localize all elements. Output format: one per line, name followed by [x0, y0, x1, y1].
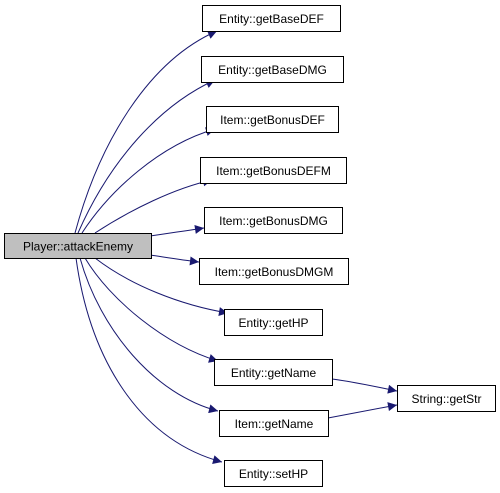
edge-player-attackEnemy-to-entity-getName — [84, 257, 219, 363]
edge-player-attackEnemy-to-item-getBonusDMGM — [149, 254, 200, 266]
edges-layer — [74, 30, 398, 465]
node-box — [4, 233, 152, 259]
node-entity-getName[interactable]: Entity::getName — [214, 359, 333, 386]
edge-player-attackEnemy-to-item-getName — [79, 257, 219, 414]
node-entity-getHP[interactable]: Entity::getHP — [224, 309, 323, 336]
node-label: Item::getBonusDEFM — [216, 164, 331, 178]
node-label: Entity::getBaseDMG — [218, 63, 327, 77]
node-label: Item::getBonusDMGM — [215, 265, 334, 279]
node-box — [200, 157, 347, 184]
node-label: Entity::getName — [231, 366, 317, 380]
node-label: Entity::getBaseDEF — [219, 12, 324, 26]
node-label: Entity::setHP — [239, 467, 308, 481]
node-entity-setHP[interactable]: Entity::setHP — [224, 460, 323, 487]
node-entity-getBaseDEF[interactable]: Entity::getBaseDEF — [202, 5, 341, 32]
node-box — [224, 309, 323, 336]
edge-player-attackEnemy-to-item-getBonusDEFM — [94, 177, 213, 234]
edge-entity-getName-to-string-getStr — [331, 378, 398, 394]
edge-player-attackEnemy-to-item-getBonusDEF — [81, 127, 216, 234]
node-label: Item::getName — [235, 417, 314, 431]
edge-item-getName-to-string-getStr — [327, 402, 398, 419]
node-item-getBonusDEF[interactable]: Item::getBonusDEF — [206, 106, 339, 133]
node-entity-getBaseDMG[interactable]: Entity::getBaseDMG — [201, 56, 344, 83]
node-label: Item::getBonusDEF — [220, 113, 325, 127]
node-string-getStr[interactable]: String::getStr — [397, 385, 496, 412]
nodes-layer: Player::attackEnemy Entity::getBaseDEFEnt… — [4, 5, 496, 487]
edge-player-attackEnemy-to-entity-getHP — [94, 257, 229, 316]
node-box — [224, 460, 323, 487]
node-label: Item::getBonusDMG — [219, 214, 328, 228]
node-label: Player::attackEnemy — [23, 240, 133, 254]
node-item-getBonusDMG[interactable]: Item::getBonusDMG — [204, 207, 343, 234]
node-item-getBonusDMGM[interactable]: Item::getBonusDMGM — [199, 258, 349, 285]
node-item-getName[interactable]: Item::getName — [219, 410, 329, 437]
edge-player-attackEnemy-to-entity-setHP — [75, 257, 223, 465]
node-box — [199, 258, 349, 285]
node-player-attackEnemy[interactable]: Player::attackEnemy — [4, 233, 152, 259]
node-box — [202, 5, 341, 32]
node-box — [214, 359, 333, 386]
node-box — [206, 106, 339, 133]
node-box — [204, 207, 343, 234]
node-label: Entity::getHP — [238, 316, 308, 330]
edge-player-attackEnemy-to-item-getBonusDMG — [149, 224, 205, 237]
node-box — [397, 385, 496, 412]
node-label: String::getStr — [411, 392, 481, 406]
edge-player-attackEnemy-to-entity-getBaseDMG — [77, 79, 216, 234]
edge-player-attackEnemy-to-entity-getBaseDEF — [74, 30, 218, 234]
node-item-getBonusDEFM[interactable]: Item::getBonusDEFM — [200, 157, 347, 184]
node-box — [219, 410, 329, 437]
node-box — [201, 56, 344, 83]
